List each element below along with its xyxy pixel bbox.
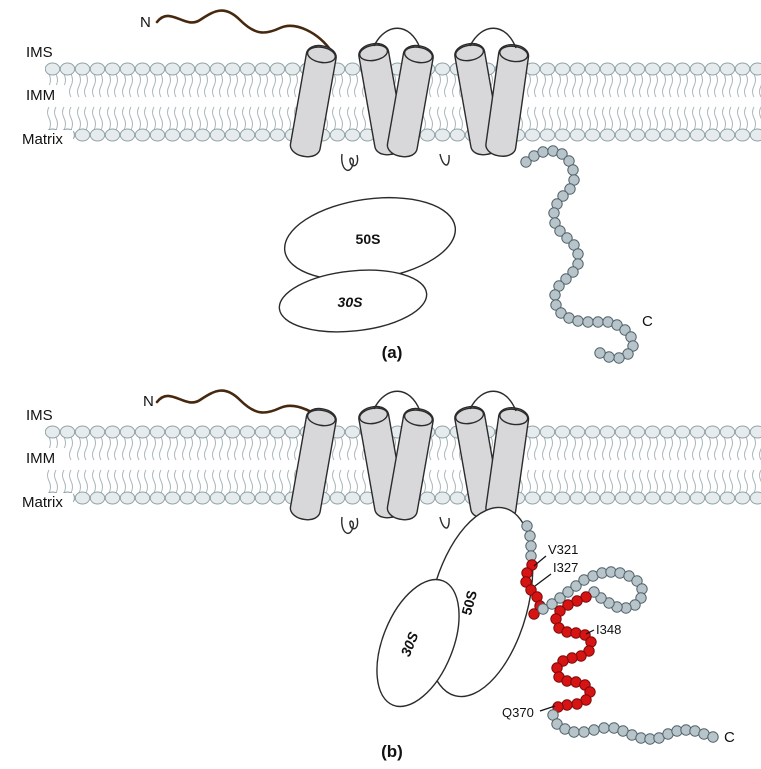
q370-leader-line	[539, 705, 556, 712]
residue-label-v321: V321	[548, 542, 578, 557]
c-terminus-label: C	[642, 313, 653, 330]
c-terminus-label: C	[724, 729, 735, 746]
residue-label-i327: I327	[553, 560, 578, 575]
ribosome-30s-label: 30S	[338, 294, 364, 310]
bottom-loop-3-4	[439, 516, 450, 529]
top-loop-2-3	[373, 27, 421, 49]
ims-label: IMS	[26, 44, 53, 61]
ribosome-30s	[278, 269, 428, 333]
bottom-loop-3-4	[439, 153, 450, 166]
n-terminus-label: N	[143, 393, 154, 410]
ribosome-50s-label: 50S	[458, 589, 480, 617]
ribosome-50s-label: 50S	[356, 231, 381, 247]
panel-a: IMS IMM Matrix N 50S 30S C (a)	[19, 9, 761, 364]
bottom-loop-1-2	[341, 153, 359, 172]
c-terminal-tail	[520, 145, 639, 364]
residue-label-i348: I348	[596, 622, 621, 637]
matrix-label-bg	[19, 493, 73, 511]
n-terminus-squiggle	[155, 9, 334, 54]
imm-label-bg	[23, 448, 66, 466]
i348-leader-line	[585, 629, 595, 635]
imm-label: IMM	[26, 450, 55, 467]
i327-leader-line	[534, 573, 552, 587]
panel-b-caption: (b)	[381, 742, 403, 761]
v321-leader-line	[533, 555, 547, 567]
imm-label-bg	[23, 85, 66, 103]
c-tail-gray-segment-2	[537, 566, 648, 615]
c-tail-red-segment-2	[550, 591, 597, 713]
matrix-label: Matrix	[22, 131, 63, 148]
n-terminus-label: N	[140, 14, 151, 31]
n-terminus-squiggle	[155, 389, 334, 432]
panel-a-caption: (a)	[382, 343, 403, 362]
panel-b: IMS IMM Matrix N 50S 30S	[19, 389, 761, 761]
ribosome-30s	[376, 578, 460, 708]
imm-label: IMM	[26, 87, 55, 104]
c-tail-gray-segment-3	[547, 709, 719, 745]
top-loop-4-5	[469, 390, 517, 412]
matrix-label: Matrix	[22, 494, 63, 511]
matrix-label-bg	[19, 130, 73, 148]
top-loop-4-5	[469, 27, 517, 49]
bottom-loop-1-2	[341, 516, 359, 535]
ims-label: IMS	[26, 407, 53, 424]
residue-label-q370: Q370	[502, 705, 534, 720]
top-loop-2-3	[373, 390, 421, 412]
